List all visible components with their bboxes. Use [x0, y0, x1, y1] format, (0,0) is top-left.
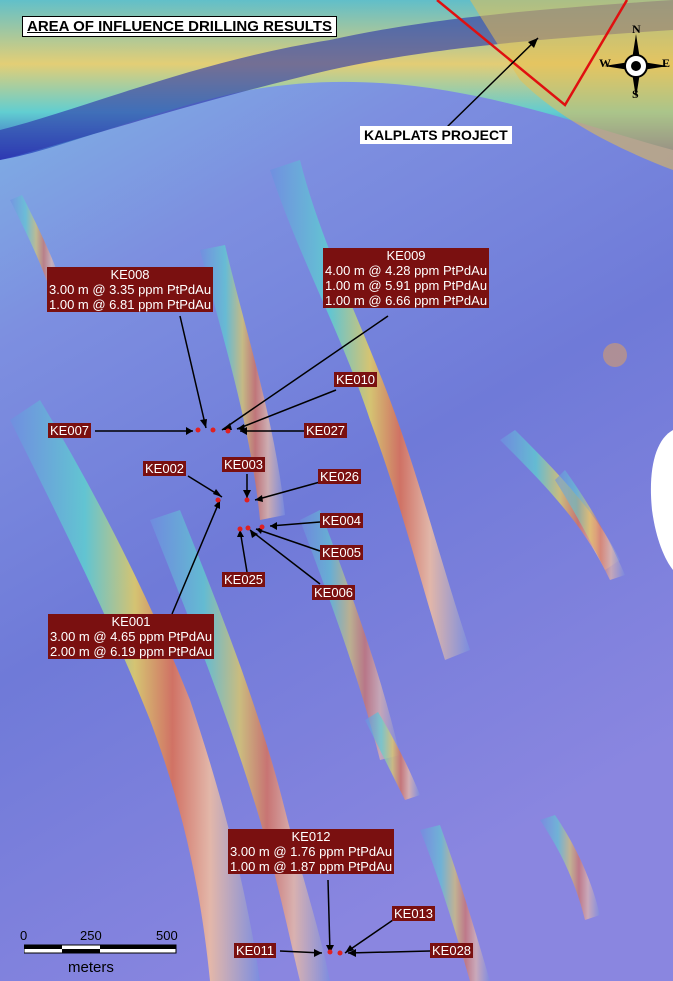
ke001-result-2: 2.00 m @ 6.19 ppm PtPdAu [50, 644, 213, 659]
compass-rose: N S E W [598, 22, 673, 104]
scale-tick-500: 500 [156, 928, 178, 943]
label-ke004: KE004 [320, 513, 364, 528]
label-ke001: KE001 3.00 m @ 4.65 ppm PtPdAu 2.00 m @ … [48, 614, 215, 659]
leader-lines [95, 37, 539, 954]
compass-s: S [632, 87, 639, 101]
ke008-name: KE008 [110, 267, 150, 282]
label-ke028: KE028 [430, 943, 474, 958]
ke012-result-2: 1.00 m @ 1.87 ppm PtPdAu [230, 859, 393, 874]
scale-tick-250: 250 [80, 928, 102, 943]
drill-collars [195, 427, 343, 956]
ke008-result-2: 1.00 m @ 6.81 ppm PtPdAu [49, 297, 212, 312]
label-ke008: KE008 3.00 m @ 3.35 ppm PtPdAu 1.00 m @ … [47, 267, 214, 312]
label-ke010: KE010 [334, 372, 378, 387]
ke008-result-1: 3.00 m @ 3.35 ppm PtPdAu [49, 282, 212, 297]
scale-bar-graphic [24, 944, 177, 954]
label-ke012: KE012 3.00 m @ 1.76 ppm PtPdAu 1.00 m @ … [228, 829, 395, 874]
project-label: KALPLATS PROJECT [360, 126, 512, 144]
project-boundary [436, 0, 629, 107]
ke009-name: KE009 [386, 248, 426, 263]
ke001-name: KE001 [111, 614, 151, 629]
label-ke026: KE026 [318, 469, 362, 484]
label-ke027: KE027 [304, 423, 348, 438]
ke001-result-1: 3.00 m @ 4.65 ppm PtPdAu [50, 629, 213, 644]
map-title: AREA OF INFLUENCE DRILLING RESULTS [22, 16, 337, 37]
ke012-name: KE012 [291, 829, 331, 844]
scale-unit: meters [68, 959, 114, 976]
label-ke025: KE025 [222, 572, 266, 587]
compass-n: N [632, 22, 641, 36]
scale-tick-0: 0 [20, 928, 28, 943]
label-ke003: KE003 [222, 457, 266, 472]
compass-icon [604, 34, 668, 98]
label-ke007: KE007 [48, 423, 92, 438]
label-ke002: KE002 [143, 461, 187, 476]
compass-e: E [662, 56, 671, 70]
scale-bar: 0 250 500 meters [20, 928, 190, 980]
ke009-result-2: 1.00 m @ 5.91 ppm PtPdAu [325, 278, 488, 293]
ke012-result-1: 3.00 m @ 1.76 ppm PtPdAu [230, 844, 393, 859]
label-ke013: KE013 [392, 906, 436, 921]
arrowheads [186, 38, 538, 957]
label-ke011: KE011 [234, 943, 277, 958]
label-ke009: KE009 4.00 m @ 4.28 ppm PtPdAu 1.00 m @ … [323, 248, 490, 308]
ke009-result-3: 1.00 m @ 6.66 ppm PtPdAu [325, 293, 488, 308]
compass-w: W [599, 56, 611, 70]
label-ke006: KE006 [312, 585, 356, 600]
label-ke005: KE005 [320, 545, 364, 560]
ke009-result-1: 4.00 m @ 4.28 ppm PtPdAu [325, 263, 488, 278]
